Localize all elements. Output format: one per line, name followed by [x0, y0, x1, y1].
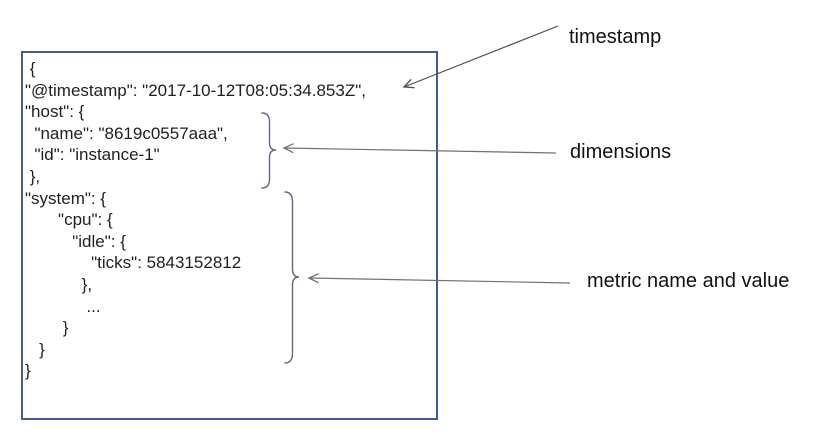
json-document-box: [21, 51, 438, 420]
dimensions-label: dimensions: [570, 141, 672, 163]
timestamp-label: timestamp: [569, 26, 662, 48]
metric-name-and-value-label: metric name and value: [587, 270, 790, 292]
json-code-block: { "@timestamp": "2017-10-12T08:05:34.853…: [25, 59, 366, 381]
